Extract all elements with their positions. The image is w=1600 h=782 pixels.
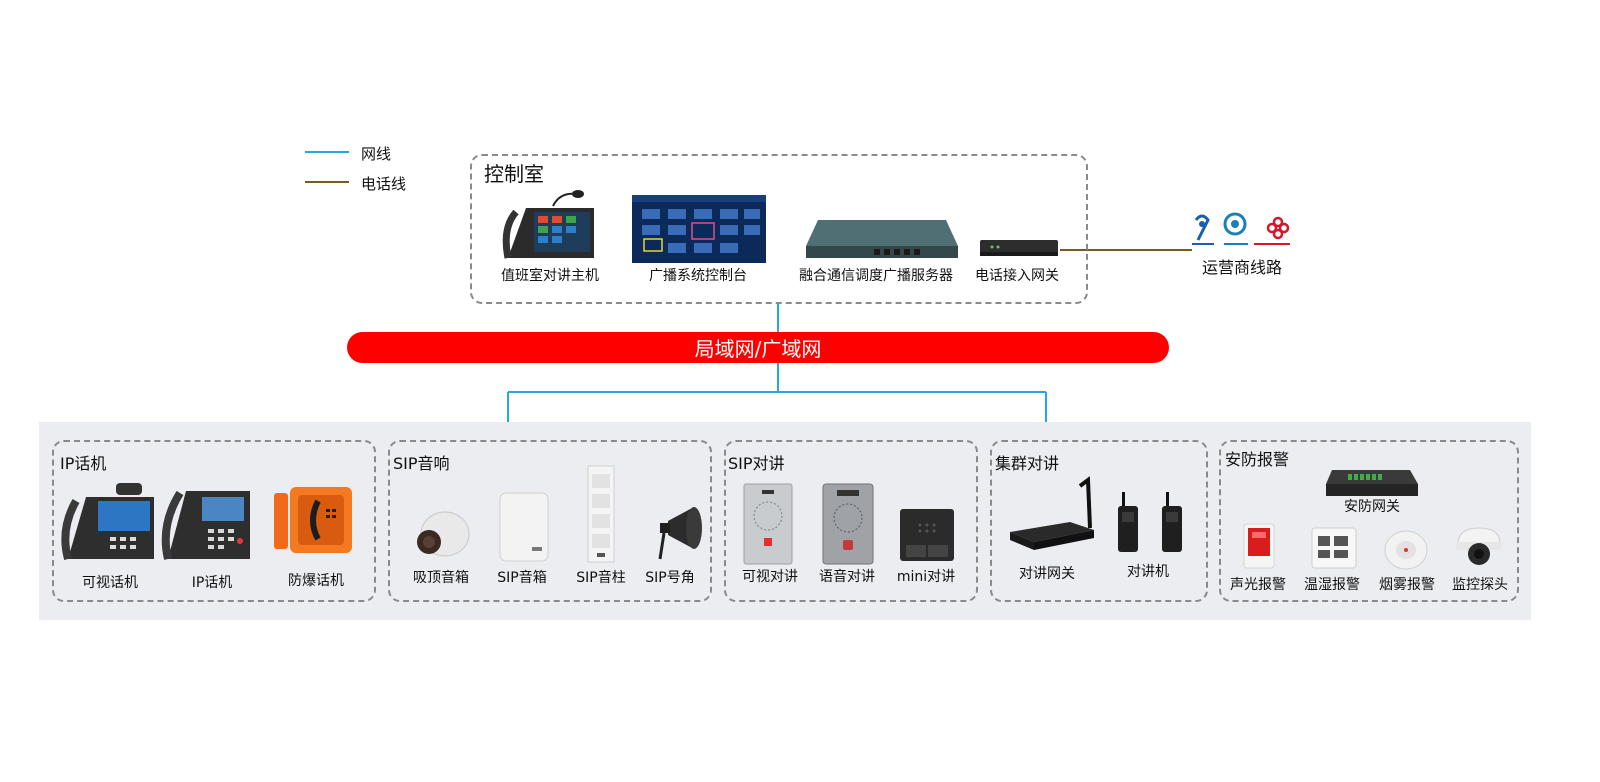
control-room-title: 控制室 [484,162,544,186]
surveillance-camera-icon [1456,527,1502,565]
legend-phone-label: 电话线 [361,175,407,193]
device-label-mini-intercom: mini对讲 [896,569,956,585]
device-label-intercom-gateway: 对讲网关 [1019,566,1075,582]
group-sip-audio [388,440,712,602]
phone-gateway-icon [980,240,1058,256]
group-sip-intercom [724,440,978,602]
ceiling-speaker-icon [417,511,470,557]
device-label-broadcast-console: 广播系统控制台 [649,268,747,284]
device-label-walkie-talkie: 对讲机 [1127,564,1169,580]
network-bar: 局域网/广域网 [347,332,1169,363]
device-label-video-phone: 可视话机 [82,575,138,591]
mini-intercom-icon [900,509,954,561]
video-intercom-icon [743,483,793,565]
group-title-sip-audio: SIP音响 [393,454,450,473]
legend-phone-line [305,181,349,183]
broadcast-console-icon [632,195,766,263]
device-label-sound-light-alarm: 声光报警 [1230,577,1286,593]
group-trunk-intercom [990,440,1208,602]
sip-column-speaker-icon [587,465,615,563]
device-label-surveillance-camera: 监控探头 [1452,577,1508,593]
sip-speaker-icon [499,492,549,562]
group-security [1219,440,1519,602]
security-gateway-icon [1326,470,1418,496]
group-title-trunk-intercom: 集群对讲 [995,454,1060,473]
control-room-box [470,154,1088,304]
carrier-label: 运营商线路 [1201,258,1283,277]
intercom-host-icon [502,190,594,259]
group-title-ip-phone: IP话机 [60,454,107,473]
walkie-talkie-icon [1118,492,1182,552]
device-label-phone-gateway: 电话接入网关 [975,268,1059,284]
explosion-proof-phone-icon [274,487,352,553]
group-title-sip-intercom: SIP对讲 [728,454,785,473]
sip-horn-icon [658,507,702,560]
carrier-logos-icon [1192,212,1290,245]
group-ip-phone [52,440,376,602]
device-label-ip-phone: IP话机 [191,575,233,591]
legend-network-line [305,151,349,153]
smoke-alarm-icon [1384,530,1428,570]
voice-intercom-icon [822,483,874,565]
device-label-explosion-proof-phone: 防爆话机 [288,573,344,589]
server-rack-icon [806,220,958,258]
sound-light-alarm-icon [1243,523,1275,569]
group-title-security: 安防报警 [1225,450,1290,469]
intercom-gateway-icon [1010,476,1094,550]
device-label-smoke-alarm: 烟雾报警 [1379,577,1435,593]
video-phone-icon [61,483,154,561]
temp-humidity-alarm-icon [1311,527,1357,569]
legend-network-label: 网线 [361,145,392,163]
device-label-voice-intercom: 语音对讲 [819,569,875,585]
device-label-video-intercom: 可视对讲 [742,569,798,585]
device-label-server: 融合通信调度广播服务器 [799,268,953,284]
device-label-sip-speaker: SIP音箱 [497,570,547,586]
device-label-ceiling-speaker: 吸顶音箱 [413,570,469,586]
device-label-temp-humidity-alarm: 温湿报警 [1304,577,1360,593]
device-label-security-gateway: 安防网关 [1344,499,1400,515]
device-label-intercom-host: 值班室对讲主机 [501,268,599,284]
device-label-sip-horn: SIP号角 [645,570,695,586]
device-label-sip-column-speaker: SIP音柱 [576,570,626,586]
ip-phone-icon [161,490,250,560]
network-bar-label: 局域网/广域网 [694,337,822,361]
